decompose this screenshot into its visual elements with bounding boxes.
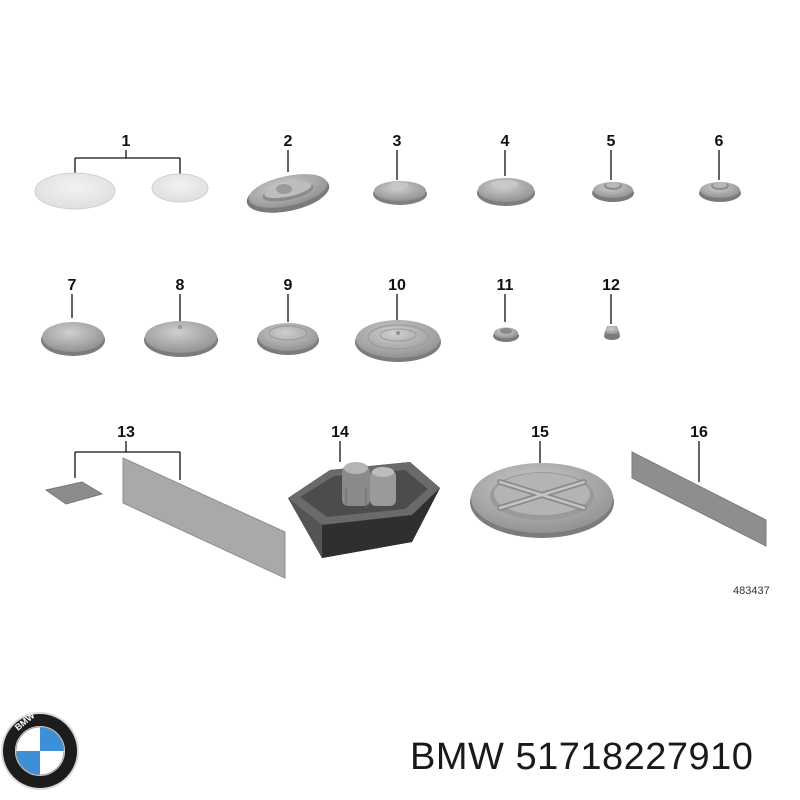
part-number-5: 5: [607, 133, 616, 150]
part-11-small-grommet: [493, 327, 519, 342]
part-4-plug: [477, 178, 535, 206]
part-number-10: 10: [388, 277, 406, 294]
part-number-7: 7: [68, 277, 77, 294]
part-number-1: 1: [122, 133, 131, 150]
part-15-large-cover: [470, 463, 614, 538]
part-3-plug: [373, 181, 427, 205]
part-caption: BMW 51718227910: [410, 736, 753, 779]
part-number-16: 16: [690, 424, 708, 441]
part-1-sticker-pads: [34, 172, 209, 210]
part-number-9: 9: [284, 277, 293, 294]
part-number-3: 3: [393, 133, 402, 150]
part-12-small-plug: [604, 326, 620, 340]
part-number-12: 12: [602, 277, 620, 294]
part-8-plug: [144, 321, 218, 357]
part-number: 51718227910: [515, 736, 754, 778]
part-number-4: 4: [501, 133, 510, 150]
part-2-oval-grommet: [246, 174, 330, 213]
part-7-cap: [41, 322, 105, 356]
bmw-logo: BMW: [1, 710, 79, 790]
part-10-large-plug: [355, 320, 441, 362]
part-number-15: 15: [531, 424, 549, 441]
leader-line-1: [74, 150, 181, 176]
part-number-8: 8: [176, 277, 185, 294]
part-number-14: 14: [331, 424, 349, 441]
part-number-6: 6: [715, 133, 724, 150]
part-13-foil-strip: [122, 457, 286, 579]
part-number-13: 13: [117, 424, 135, 441]
part-14-jack-pad: [288, 462, 440, 558]
brand-name: BMW: [410, 736, 505, 778]
part-number-2: 2: [284, 133, 293, 150]
part-number-11: 11: [497, 277, 514, 294]
part-9-plug: [257, 323, 319, 355]
part-6-grommet: [699, 182, 741, 202]
leader-line-13: [74, 441, 181, 480]
part-5-grommet: [592, 182, 634, 202]
part-13-small-pad: [44, 481, 104, 505]
part-16-foil-strip: [631, 451, 767, 547]
diagram-reference-code: 483437: [733, 585, 770, 597]
